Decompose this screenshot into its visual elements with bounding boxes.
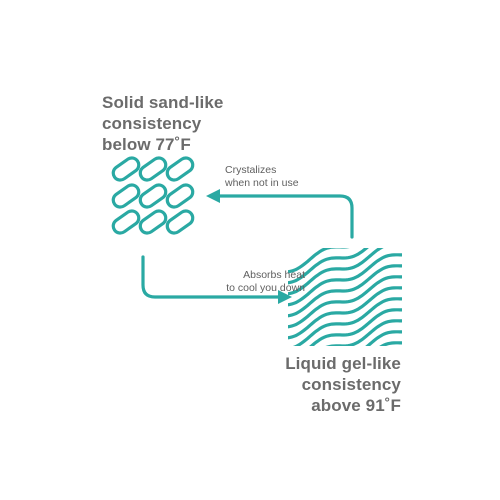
wave-line-4 (288, 264, 402, 318)
capsule-0-2 (165, 156, 195, 182)
liquid-label-line-2: consistency (301, 375, 401, 394)
crystalizes-label: Crystalizes when not in use (225, 164, 299, 190)
wave-line-11 (379, 341, 402, 346)
capsule-1-2 (165, 183, 195, 209)
wave-line-7 (292, 297, 402, 346)
wave-line-9 (325, 319, 402, 346)
solid-label-line-3: below 77˚F (102, 135, 191, 154)
liquid-label-line-3: above 91˚F (311, 396, 401, 415)
wave-line-3 (288, 253, 402, 307)
solid-label-line-1: Solid sand-like (102, 93, 224, 112)
wave-line-8 (309, 308, 402, 346)
capsule-2-2 (165, 209, 195, 235)
wave-line-0 (288, 248, 350, 274)
absorbs-line-2: to cool you down (226, 282, 305, 294)
liquid-state-label: Liquid gel-like consistency above 91˚F (268, 353, 401, 416)
crystalizes-line-2: when not in use (225, 177, 299, 189)
capsule-2-1 (138, 209, 168, 235)
wave-line-6 (288, 286, 402, 340)
arrow-left-icon (206, 189, 220, 203)
wave-line-2 (288, 248, 384, 296)
arrow-right-icon (278, 290, 292, 304)
liquid-label-line-1: Liquid gel-like (285, 354, 401, 373)
solid-label-line-2: consistency (102, 114, 202, 133)
wavy-lines-icon (288, 248, 402, 346)
absorbs-line-1: Absorbs heat (243, 269, 305, 281)
absorbs-heat-label: Absorbs heat to cool you down (178, 269, 305, 295)
capsule-1-0 (111, 183, 141, 209)
wave-line-10 (365, 330, 402, 346)
capsule-0-0 (111, 156, 141, 182)
capsule-grid-icon (111, 156, 195, 235)
crystalizes-line-1: Crystalizes (225, 164, 277, 176)
absorb-arrow-line (141, 255, 280, 299)
wave-line-5 (288, 275, 402, 329)
solid-state-label: Solid sand-like consistency below 77˚F (102, 92, 223, 155)
capsule-0-1 (138, 156, 168, 182)
crystalize-arrow-line (218, 194, 354, 239)
capsule-2-0 (111, 209, 141, 235)
capsule-1-1 (138, 183, 168, 209)
wave-line-1 (288, 248, 369, 285)
